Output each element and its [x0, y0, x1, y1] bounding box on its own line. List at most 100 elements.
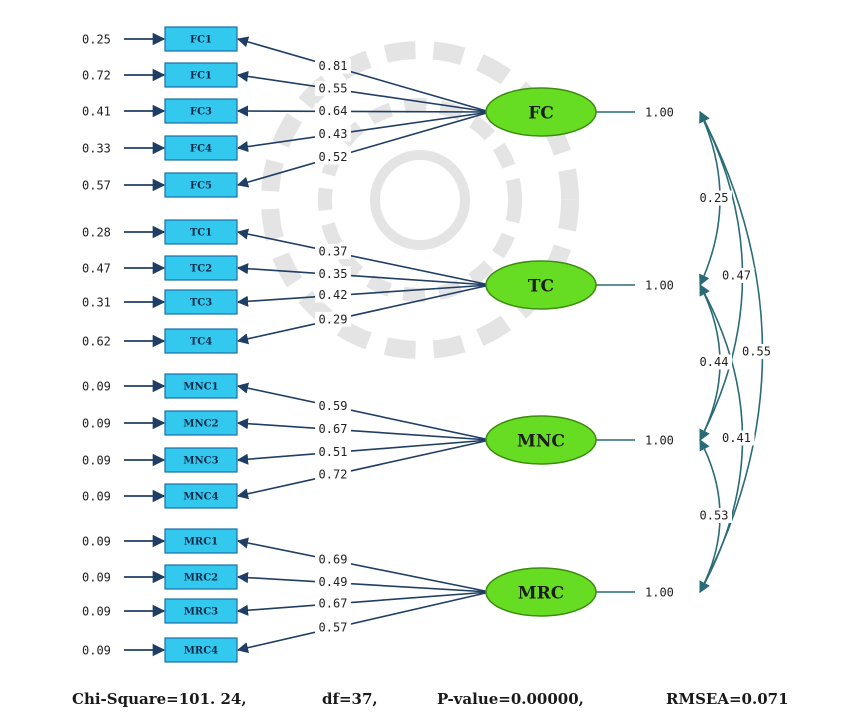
covariance-label: 0.44: [700, 355, 729, 369]
loading-label-bg: [315, 311, 351, 327]
indicator-box: [164, 172, 238, 198]
loading-path: [236, 70, 491, 113]
rmsea-stat: RMSEA=0.071: [666, 690, 789, 708]
latent-ellipse: [485, 260, 597, 310]
indicator-label: MRC2: [184, 573, 218, 584]
loading-label-bg: [315, 552, 351, 568]
loading-label-bg: [315, 149, 351, 165]
indicator-box: [164, 483, 238, 509]
error-variance-label: 0.09: [82, 417, 111, 431]
loading-label-bg: [315, 103, 351, 119]
loading-path: [236, 418, 491, 441]
error-variance-label: 0.09: [82, 644, 111, 658]
indicator-box: [164, 598, 238, 624]
error-variance-label: 0.31: [82, 296, 111, 310]
indicator-box: [164, 255, 238, 281]
loading-label-bg: [315, 80, 351, 96]
indicator-label: MNC1: [183, 382, 218, 393]
loading-path: [236, 228, 491, 286]
indicator-label: TC4: [190, 337, 212, 348]
indicator-label: TC1: [190, 228, 212, 239]
latent-label: MNC: [517, 432, 565, 452]
loading-label: 0.81: [319, 59, 348, 73]
chi-square-stat: Chi-Square=101. 24,: [72, 690, 247, 708]
loading-label-bg: [315, 287, 351, 303]
loading-label: 0.64: [319, 104, 348, 118]
loading-label: 0.52: [319, 150, 348, 164]
latent-variance-label: 1.00: [645, 434, 674, 448]
loading-path: [236, 439, 491, 500]
covariance-label-bg: [698, 190, 732, 206]
indicator-label: MNC4: [183, 492, 218, 503]
loading-path: [236, 439, 491, 465]
indicator-box: [164, 637, 238, 663]
indicator-box: [164, 219, 238, 245]
indicator-label: FC5: [190, 181, 212, 192]
loading-label-bg: [315, 466, 351, 482]
loading-label-bg: [315, 595, 351, 611]
error-variance-label: 0.09: [82, 571, 111, 585]
loading-path: [236, 36, 491, 113]
loading-label-bg: [315, 398, 351, 414]
error-variance-label: 0.09: [82, 535, 111, 549]
loading-label: 0.57: [319, 621, 348, 635]
loading-label-bg: [315, 58, 351, 74]
indicator-box: [164, 528, 238, 554]
loading-path: [236, 111, 491, 188]
indicator-box: [164, 289, 238, 315]
indicator-label: FC1: [190, 35, 212, 46]
loading-path: [236, 591, 491, 616]
loading-path: [236, 591, 491, 654]
loading-label-bg: [315, 574, 351, 590]
loading-path: [236, 111, 491, 153]
loading-label: 0.42: [319, 288, 348, 302]
error-variance-label: 0.62: [82, 335, 111, 349]
covariance-label-bg: [698, 508, 732, 523]
loading-label: 0.49: [319, 575, 348, 589]
error-variance-label: 0.28: [82, 226, 111, 240]
loading-path: [236, 382, 491, 441]
loading-label: 0.55: [319, 81, 348, 95]
indicator-box: [164, 373, 238, 399]
loading-label: 0.51: [319, 445, 348, 459]
covariance-label: 0.53: [700, 509, 729, 523]
indicator-box: [164, 62, 238, 88]
p-value-stat: P-value=0.00000,: [437, 690, 584, 708]
loading-label: 0.35: [319, 267, 348, 281]
loading-label: 0.59: [319, 399, 348, 413]
latent-label: MRC: [518, 584, 564, 604]
latent-variance-label: 1.00: [645, 586, 674, 600]
loading-label: 0.72: [319, 467, 348, 481]
loading-path: [236, 284, 491, 307]
loading-label: 0.37: [319, 244, 348, 258]
indicator-label: MRC1: [184, 537, 218, 548]
covariance-label: 0.25: [700, 191, 729, 205]
error-variance-label: 0.09: [82, 490, 111, 504]
loading-label-bg: [315, 620, 351, 636]
latent-ellipse: [485, 567, 597, 617]
path-lines: [124, 32, 635, 657]
latent-ellipse: [485, 415, 597, 465]
indicator-label: TC2: [190, 264, 212, 275]
indicator-label: TC3: [190, 298, 212, 309]
loading-label: 0.29: [319, 312, 348, 326]
loading-path: [236, 572, 491, 593]
indicator-box: [164, 26, 238, 52]
indicator-box: [164, 328, 238, 354]
loading-path: [236, 284, 491, 345]
covariance-label: 0.55: [742, 345, 771, 359]
indicator-label: FC3: [190, 107, 212, 118]
loading-path: [236, 537, 491, 593]
error-variance-label: 0.09: [82, 605, 111, 619]
error-variance-label: 0.41: [82, 105, 111, 119]
indicator-box: [164, 410, 238, 436]
error-variance-label: 0.25: [82, 33, 111, 47]
latent-ellipse: [485, 87, 597, 137]
indicator-label: MRC3: [184, 607, 218, 618]
fit-statistics: Chi-Square=101. 24, df=37, P-value=0.000…: [0, 688, 849, 714]
error-variance-label: 0.47: [82, 262, 111, 276]
error-variance-label: 0.09: [82, 380, 111, 394]
